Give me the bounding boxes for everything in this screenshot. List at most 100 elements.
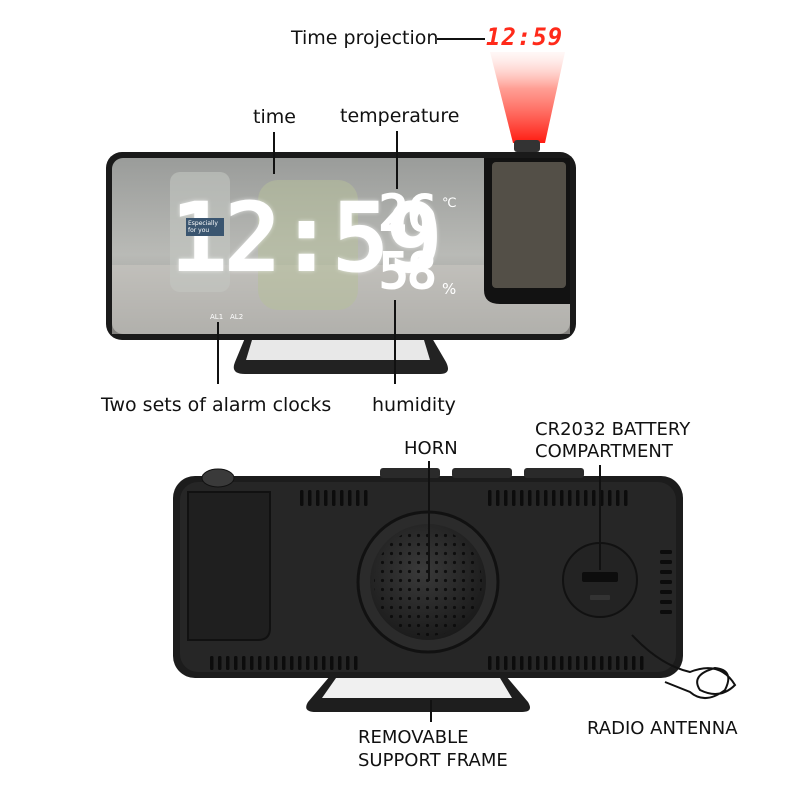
vent-slot bbox=[504, 656, 508, 670]
vent-slot bbox=[616, 490, 620, 506]
label-frame-line2: SUPPORT FRAME bbox=[358, 750, 508, 771]
antenna-wire bbox=[631, 634, 737, 699]
vent-slot bbox=[544, 656, 548, 670]
vent-slot bbox=[608, 656, 612, 670]
vent-slot bbox=[330, 656, 334, 670]
vent-slot bbox=[512, 490, 516, 506]
vent-slot bbox=[364, 490, 368, 506]
photo-card-text: Especially for you bbox=[186, 218, 224, 236]
vent-slot bbox=[322, 656, 326, 670]
leader-alarm bbox=[217, 322, 219, 384]
vent-slot bbox=[340, 490, 344, 506]
vent-slot bbox=[632, 656, 636, 670]
vent-slot bbox=[258, 656, 262, 670]
front-clock bbox=[106, 152, 576, 374]
label-battery-line2: COMPARTMENT bbox=[535, 441, 673, 462]
vent-slot bbox=[324, 490, 328, 506]
vent-slot bbox=[300, 490, 304, 506]
projector-knob bbox=[201, 468, 235, 488]
vent-slot bbox=[660, 550, 672, 554]
label-temperature: temperature bbox=[340, 105, 460, 127]
alarm1-indicator: AL1 bbox=[210, 313, 224, 321]
vent-slot bbox=[608, 490, 612, 506]
vent-slot bbox=[316, 490, 320, 506]
vent-slot bbox=[624, 490, 628, 506]
vent-slot bbox=[488, 490, 492, 506]
vent-slot bbox=[234, 656, 238, 670]
leader-temperature bbox=[396, 131, 398, 189]
leader-time-projection bbox=[437, 38, 485, 40]
vent-slot bbox=[250, 656, 254, 670]
projector-lens bbox=[514, 140, 540, 152]
vent-slot bbox=[354, 656, 358, 670]
leader-horn bbox=[428, 461, 430, 581]
vent-slot bbox=[346, 656, 350, 670]
vent-slot bbox=[520, 656, 524, 670]
temperature-unit: ℃ bbox=[442, 196, 457, 211]
vent-slot bbox=[660, 610, 672, 614]
leader-humidity bbox=[394, 300, 396, 384]
vent-slot bbox=[306, 656, 310, 670]
vent-slot bbox=[592, 490, 596, 506]
vent-slot bbox=[274, 656, 278, 670]
vent-slot bbox=[544, 490, 548, 506]
vent-slot bbox=[600, 490, 604, 506]
vent-slot bbox=[332, 490, 336, 506]
vent-slot bbox=[314, 656, 318, 670]
projected-time: 12:59 bbox=[486, 23, 564, 51]
vent-slot bbox=[624, 656, 628, 670]
vent-slot bbox=[242, 656, 246, 670]
display-temperature: 26 bbox=[378, 184, 438, 244]
vent-slot bbox=[584, 656, 588, 670]
vent-slot bbox=[356, 490, 360, 506]
label-frame-line1: REMOVABLE bbox=[358, 727, 469, 748]
vent-slot bbox=[560, 656, 564, 670]
vent-slot bbox=[660, 590, 672, 594]
vent-slot bbox=[576, 656, 580, 670]
vent-slot bbox=[528, 656, 532, 670]
vent-slot bbox=[266, 656, 270, 670]
label-alarm-clocks: Two sets of alarm clocks bbox=[101, 394, 332, 416]
vent-slot bbox=[210, 656, 214, 670]
vent-slot bbox=[282, 656, 286, 670]
leader-frame bbox=[430, 700, 432, 722]
vent-slot bbox=[568, 656, 572, 670]
projection-beam bbox=[490, 52, 565, 143]
label-horn: HORN bbox=[404, 438, 458, 459]
vent-slot bbox=[616, 656, 620, 670]
vent-slot bbox=[226, 656, 230, 670]
vent-slot bbox=[660, 570, 672, 574]
vent-slot bbox=[576, 490, 580, 506]
vent-slots bbox=[210, 490, 672, 670]
label-battery-line1: CR2032 BATTERY bbox=[535, 419, 691, 440]
vent-slot bbox=[338, 656, 342, 670]
vent-slot bbox=[520, 490, 524, 506]
vent-slot bbox=[552, 656, 556, 670]
vent-slot bbox=[536, 656, 540, 670]
display-humidity: 58 bbox=[378, 242, 438, 302]
display-time: 12:59 bbox=[170, 182, 443, 294]
leader-battery bbox=[599, 465, 601, 570]
vent-slot bbox=[660, 580, 672, 584]
vent-slot bbox=[504, 490, 508, 506]
vent-slot bbox=[568, 490, 572, 506]
vent-slot bbox=[560, 490, 564, 506]
vent-slot bbox=[660, 560, 672, 564]
humidity-unit: % bbox=[442, 280, 457, 298]
vent-slot bbox=[348, 490, 352, 506]
vent-slot bbox=[308, 490, 312, 506]
vent-slot bbox=[496, 656, 500, 670]
vent-slot bbox=[290, 656, 294, 670]
vent-slot bbox=[528, 490, 532, 506]
leader-time bbox=[273, 132, 275, 174]
label-humidity: humidity bbox=[372, 394, 456, 416]
vent-slot bbox=[592, 656, 596, 670]
vent-slot bbox=[496, 490, 500, 506]
vent-slot bbox=[552, 490, 556, 506]
vent-slot bbox=[512, 656, 516, 670]
vent-slot bbox=[640, 656, 644, 670]
vent-slot bbox=[488, 656, 492, 670]
vent-slot bbox=[600, 656, 604, 670]
projector-window bbox=[484, 158, 570, 304]
label-time-projection: Time projection bbox=[291, 27, 439, 49]
